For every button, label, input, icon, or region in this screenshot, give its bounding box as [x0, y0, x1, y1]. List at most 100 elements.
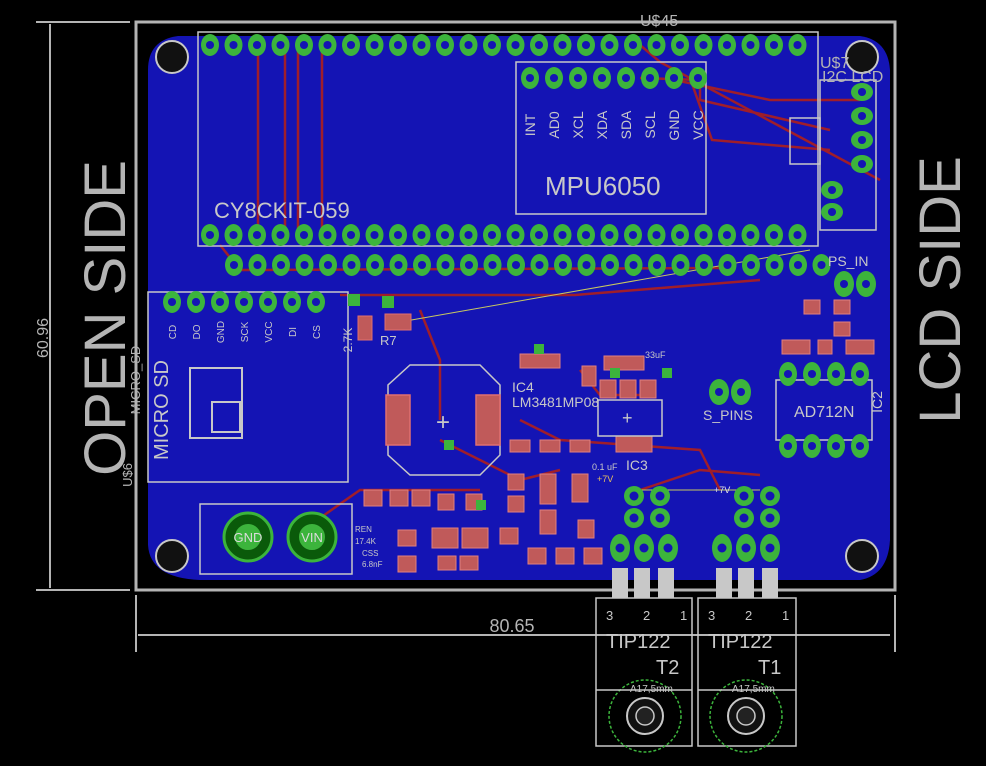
header-pin — [365, 34, 384, 56]
header-pin — [530, 224, 548, 246]
header-pin — [671, 224, 689, 246]
header-pin — [741, 224, 760, 246]
micro-sd-label: MICRO SD — [151, 360, 173, 460]
smd-pad — [555, 547, 575, 565]
plus7v-label-b: +7V — [714, 485, 730, 495]
smd-pad — [397, 529, 417, 547]
transistor-pin — [712, 534, 732, 562]
width-dimension: 80.65 — [489, 616, 534, 636]
mpu6050-pin — [665, 67, 683, 89]
header-pin — [459, 34, 478, 56]
mpu6050-pin-label: GND — [666, 109, 682, 140]
smd-pad — [662, 368, 672, 378]
mpu6050-pin-label: XCL — [570, 111, 586, 138]
ad712n-label: AD712N — [794, 404, 854, 421]
regulator-pin — [760, 508, 780, 528]
tip122-t1 — [697, 568, 797, 753]
mpu6050-pin-label: INT — [522, 113, 538, 136]
smd-pad — [833, 299, 851, 315]
micro-sd-pin-label: VCC — [264, 321, 275, 342]
regulator-pin — [760, 486, 780, 506]
r174-label: 17.4K — [355, 537, 377, 546]
mount-hole-top-right — [845, 40, 879, 74]
mount-hole-bottom-right — [845, 539, 879, 573]
smd-pad — [519, 353, 561, 369]
header-pin — [224, 34, 243, 56]
tip122-t2 — [595, 568, 693, 753]
ad712n-pins — [779, 362, 869, 458]
transistor-pin — [658, 534, 678, 562]
smd-pad — [781, 339, 811, 355]
c68-label: 6.8nF — [362, 560, 383, 569]
ps-in-label: PS_IN — [828, 253, 868, 269]
header-pin — [318, 224, 337, 246]
smd-pad — [534, 344, 544, 354]
micro-sd-pin — [187, 291, 205, 313]
lcd-pin — [851, 131, 873, 149]
ad712n-outline — [775, 379, 873, 441]
header-pin — [225, 254, 243, 276]
smd-pad — [389, 489, 409, 507]
header-pin — [436, 254, 455, 276]
t2-label: T2 — [656, 657, 679, 679]
s-pins — [709, 379, 751, 405]
ad712n-pin — [803, 362, 821, 386]
ic4-label: IC4 — [512, 379, 534, 395]
open-side-label: OPEN SIDE — [73, 160, 138, 476]
board-outline — [134, 20, 897, 592]
header-pin — [460, 254, 478, 276]
header-pin — [741, 34, 760, 56]
micro-sd-pin — [235, 291, 253, 313]
smd-pad — [539, 439, 561, 453]
header-pin — [788, 224, 807, 246]
header-pin — [365, 224, 384, 246]
tip-pin-number: 1 — [782, 608, 789, 623]
vin-terminal-label: VIN — [301, 530, 323, 545]
smd-pad — [571, 473, 589, 503]
mpu6050-label: MPU6050 — [545, 171, 661, 201]
header-pin — [600, 224, 619, 246]
header-pin — [272, 254, 290, 276]
micro-sd-pin-label: SCK — [240, 321, 251, 342]
smd-pad — [459, 555, 479, 571]
ad712n-pin — [851, 434, 869, 458]
mpu6050-outline — [515, 61, 707, 215]
mpu6050-pin — [641, 67, 659, 89]
header-pin — [506, 34, 525, 56]
top-header-pins — [201, 34, 807, 56]
mpu6050-pin — [593, 67, 611, 89]
header-pin — [271, 224, 290, 246]
middle-header-pins — [201, 224, 807, 246]
smd-pad — [845, 339, 875, 355]
smd-pad — [437, 493, 455, 511]
smd-pad — [803, 299, 821, 315]
ad712n-pin — [779, 362, 797, 386]
header-pin — [624, 254, 643, 276]
header-pin — [295, 254, 314, 276]
header-pin — [342, 254, 361, 276]
header-pin — [412, 224, 431, 246]
header-pin — [530, 34, 548, 56]
tip-pin-number: 2 — [745, 608, 752, 623]
height-dimension: 60.96 — [35, 318, 52, 358]
header-pin — [319, 254, 337, 276]
micro-sd-pin — [163, 291, 181, 313]
header-pin — [389, 34, 407, 56]
lcd-pin — [851, 83, 873, 101]
micro-sd-small-label: MICRO_SD — [128, 346, 143, 415]
mpu6050-pin — [545, 67, 563, 89]
cy8ckit-outline — [197, 31, 819, 247]
tip-pin-number: 3 — [606, 608, 613, 623]
header-pin — [413, 254, 431, 276]
transistor-pin — [634, 534, 654, 562]
micro-sd-pin — [283, 291, 301, 313]
header-pin — [694, 34, 713, 56]
mount-hole-bottom-left — [155, 539, 189, 573]
header-pin — [671, 254, 690, 276]
svg-text:+: + — [622, 408, 633, 428]
tip-pin-number: 1 — [680, 608, 687, 623]
header-pin — [789, 254, 807, 276]
micro-sd-pin — [259, 291, 277, 313]
lower-header-pins — [225, 254, 831, 276]
